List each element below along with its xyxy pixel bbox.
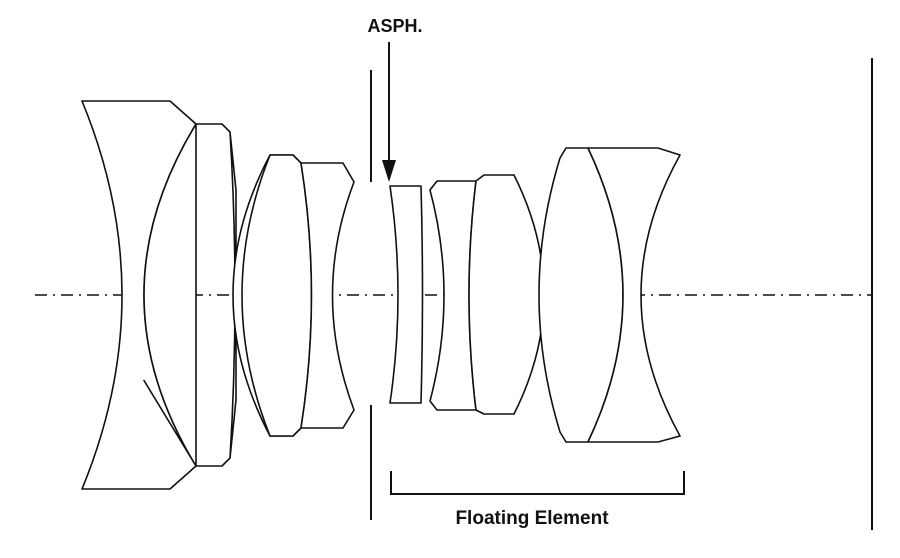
lens-element-9: [587, 147, 681, 443]
lens-element-4: [300, 162, 355, 429]
lens-element-2: [143, 123, 237, 467]
lens-element-7: [468, 174, 545, 415]
lens-element-5: [389, 185, 424, 404]
floating-element-label: Floating Element: [455, 508, 609, 529]
asph-label: ASPH.: [367, 16, 422, 36]
floating-element-bracket: [390, 471, 685, 495]
asph-arrow-head: [382, 160, 396, 182]
